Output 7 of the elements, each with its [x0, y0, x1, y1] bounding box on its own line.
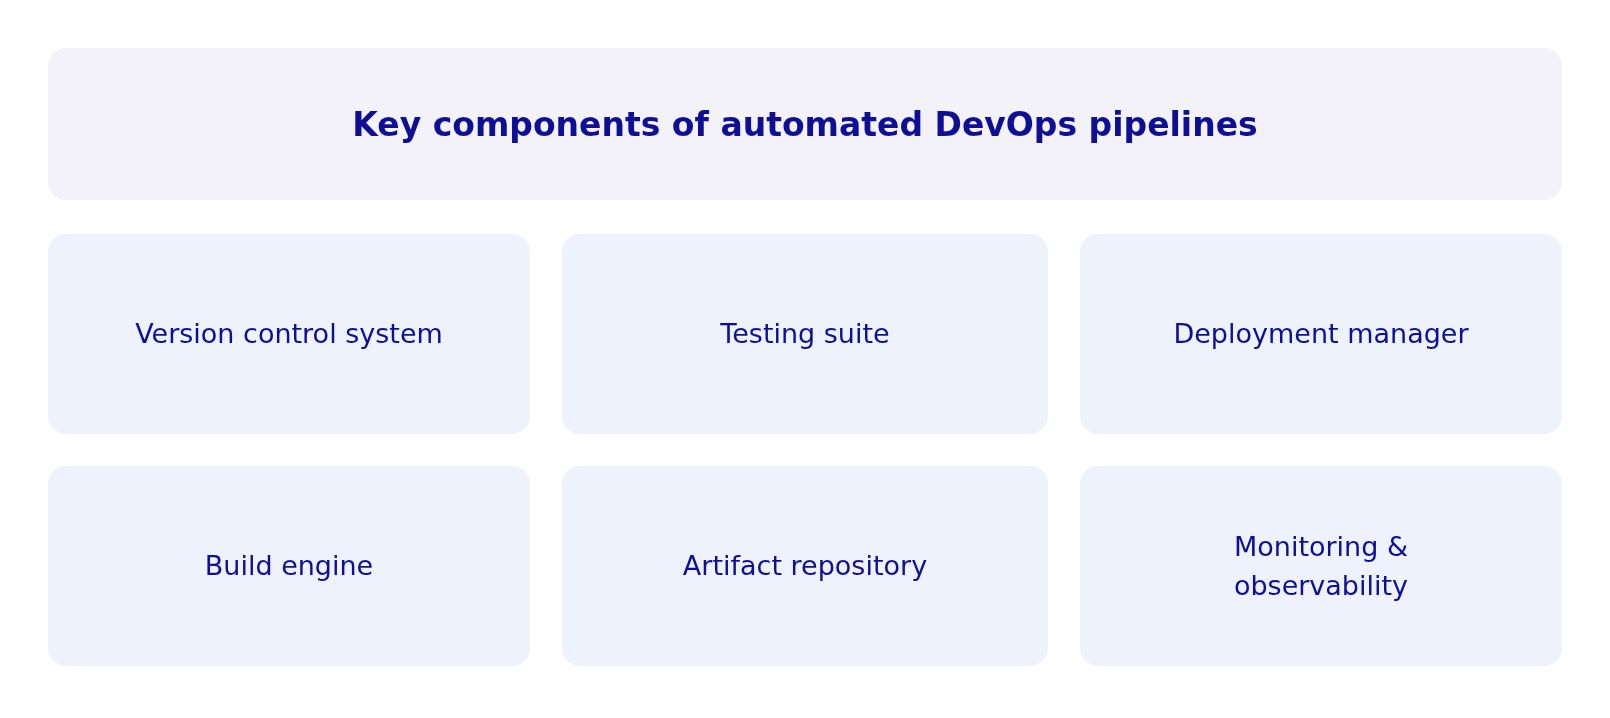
- component-label: Version control system: [135, 317, 443, 352]
- title: Key components of automated DevOps pipelines: [352, 104, 1258, 144]
- component-label: Build engine: [204, 549, 374, 584]
- component-label: Testing suite: [720, 317, 890, 352]
- component-label: Artifact repository: [682, 549, 928, 584]
- component-label: Deployment manager: [1173, 317, 1469, 352]
- component-label: Monitoring & observability: [1232, 529, 1410, 603]
